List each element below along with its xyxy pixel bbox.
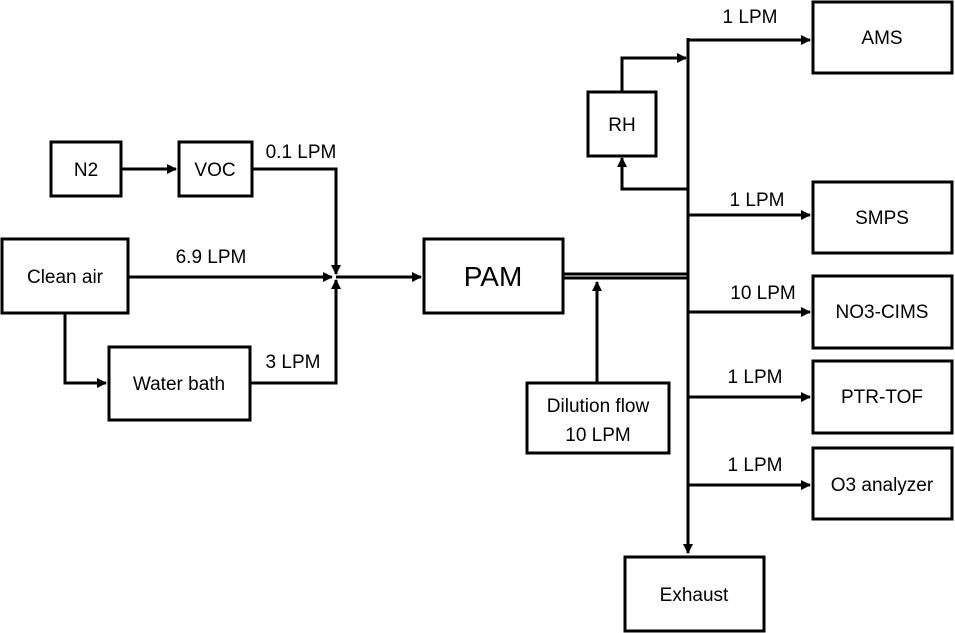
clean-air-box <box>0 237 130 315</box>
exhaust-label: Exhaust <box>660 585 729 606</box>
ams-label: AMS <box>861 28 902 49</box>
dilution-flow-box <box>525 381 671 455</box>
voc-label: VOC <box>194 160 235 181</box>
clean-air-flow-label: 6.9 LPM <box>176 247 247 268</box>
smps-flow-label: 1 LPM <box>730 190 785 211</box>
smps-label: SMPS <box>855 208 909 229</box>
voc-flow-label: 0.1 LPM <box>266 142 337 163</box>
ptr-tof-flow-label: 1 LPM <box>728 367 783 388</box>
n2-label: N2 <box>74 160 98 181</box>
no3-cims-box <box>811 274 954 350</box>
ptr-tof-box <box>811 359 954 435</box>
manifold-to-rh-connector <box>617 157 688 191</box>
no3-cims-label: NO3-CIMS <box>836 302 929 323</box>
smps-box <box>811 180 954 255</box>
rh-to-manifold-connector <box>620 53 687 92</box>
n2-box <box>49 140 123 198</box>
dilution-flow-label-line1: Dilution flow <box>547 396 650 417</box>
water-bath-box <box>107 345 252 422</box>
o3-analyzer-flow-label: 1 LPM <box>728 455 783 476</box>
water-bath-to-junction-connector <box>250 279 341 385</box>
no3-cims-flow-label: 10 LPM <box>730 283 795 304</box>
rh-label: RH <box>608 115 635 136</box>
voc-to-junction-connector <box>252 167 341 275</box>
exhaust-box <box>623 555 766 633</box>
pam-box <box>422 237 565 315</box>
rh-box <box>586 90 658 158</box>
ams-flow-label: 1 LPM <box>723 7 778 28</box>
voc-box <box>177 140 254 198</box>
clean-air-label: Clean air <box>27 267 104 288</box>
clean-air-to-water-bath-connector <box>63 313 107 388</box>
ams-box <box>811 0 954 75</box>
dilution-flow-label-line2: 10 LPM <box>565 425 630 446</box>
pam-label: PAM <box>464 261 523 292</box>
o3-analyzer-box <box>811 446 954 521</box>
ptr-tof-label: PTR-TOF <box>841 387 923 408</box>
water-bath-flow-label: 3 LPM <box>266 352 321 373</box>
o3-analyzer-label: O3 analyzer <box>831 475 934 496</box>
water-bath-label: Water bath <box>133 374 225 395</box>
